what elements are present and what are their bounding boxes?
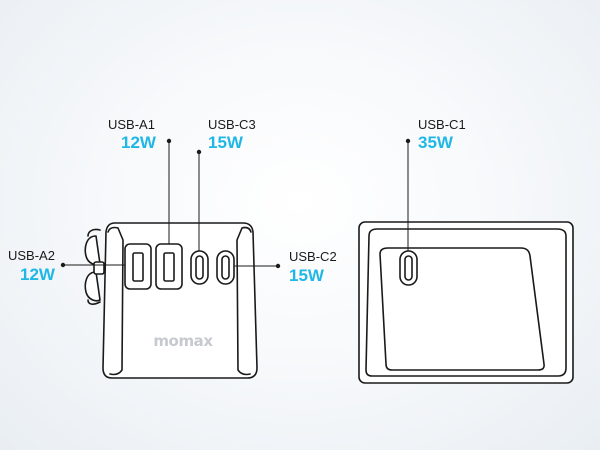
usb-c2-port-inner — [221, 255, 230, 280]
usb-c2-watt: 15W — [289, 266, 325, 285]
brand-logo: momax — [153, 332, 213, 350]
body-side-band-left — [107, 226, 124, 376]
usb-c1-name: USB-C1 — [418, 117, 466, 132]
usb-c3-port-inner — [195, 255, 204, 280]
leader-usb-c1-dot — [405, 138, 411, 144]
charger-front-view: momax — [84, 222, 258, 379]
usb-a1-port-tongue — [163, 252, 175, 282]
plug-prongs — [84, 228, 105, 305]
usb-c2-port — [216, 250, 235, 285]
charger-body — [102, 222, 258, 379]
usb-a1-name: USB-A1 — [108, 117, 155, 132]
charger-back-view — [358, 221, 574, 384]
usb-c3-name: USB-C3 — [208, 117, 256, 132]
usb-a2-port-tongue — [132, 252, 144, 282]
charger-back-body — [358, 221, 574, 384]
usb-c3-watt: 15W — [208, 133, 244, 152]
usb-a1-watt: 12W — [121, 133, 157, 152]
usb-c2-name: USB-C2 — [289, 249, 337, 264]
leader-lines — [60, 138, 411, 269]
leader-usb-a2-dot — [60, 262, 66, 268]
leader-usb-c2-dot — [275, 263, 281, 269]
leader-usb-c3-dot — [196, 149, 202, 155]
usb-c1-port-inner — [404, 255, 413, 281]
body-side-band-right — [236, 226, 252, 376]
leader-usb-a1-dot — [166, 138, 172, 144]
usb-a2-watt: 12W — [20, 265, 56, 284]
usb-c1-watt: 35W — [418, 133, 454, 152]
port-labels: USB-A1 12W USB-C3 15W USB-C1 35W USB-A2 … — [8, 117, 466, 285]
usb-a2-port — [124, 243, 152, 290]
charger-back-inner-frame — [365, 228, 567, 377]
usb-a2-name: USB-A2 — [8, 248, 55, 263]
charger-back-recess — [379, 247, 545, 371]
